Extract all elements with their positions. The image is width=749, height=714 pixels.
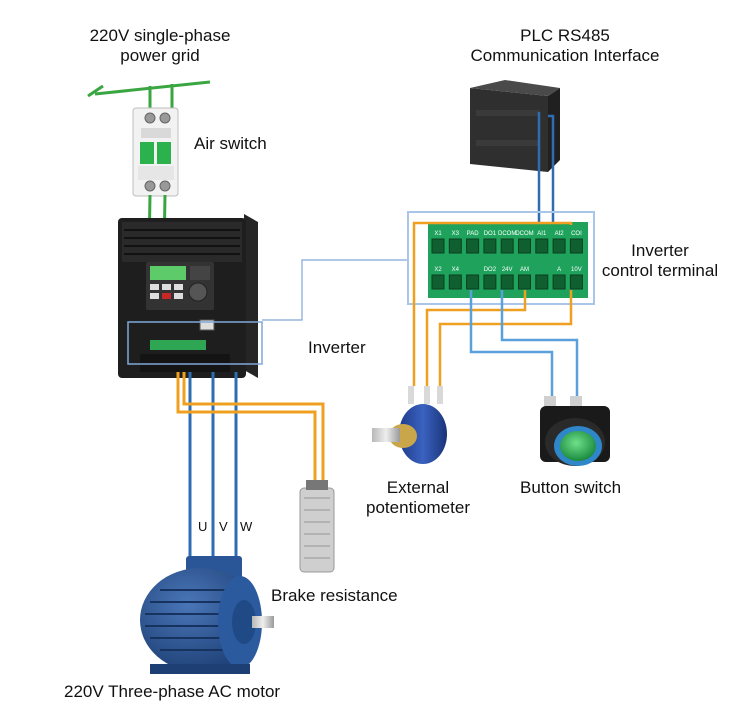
- terminal-screw: [466, 238, 480, 254]
- terminal-screw: [448, 274, 462, 290]
- control-terminal-label: Inverter control terminal: [601, 241, 719, 280]
- ac-motor: [140, 556, 274, 674]
- phase-u-label: U: [198, 519, 208, 534]
- terminal-screw: [535, 274, 549, 290]
- terminal-label: DO2: [484, 267, 497, 273]
- potentiometer: [372, 386, 447, 464]
- inverter-callout-line: [262, 259, 408, 321]
- phase-w-label: W: [240, 519, 253, 534]
- terminal-label: DO1: [484, 231, 497, 237]
- terminal-screw: [518, 238, 531, 254]
- terminal-label: AM: [520, 267, 529, 273]
- terminal-screw: [518, 274, 531, 290]
- terminal-screw: [466, 274, 480, 290]
- air-switch: [132, 107, 179, 197]
- plc-module: [470, 80, 560, 172]
- terminal-label: 24V: [502, 267, 513, 273]
- terminal-screw: [500, 238, 514, 254]
- terminal-label: COI: [571, 231, 582, 237]
- terminal-label: A: [557, 267, 561, 273]
- inverter-unit: [118, 214, 258, 378]
- motor-label: 220V Three-phase AC motor: [64, 682, 281, 701]
- terminal-label: X2: [434, 267, 442, 273]
- terminal-screw: [535, 238, 549, 254]
- potentiometer-label: External potentiometer: [366, 478, 470, 517]
- terminal-label: AI1: [537, 231, 547, 237]
- brake-wires: [176, 372, 325, 485]
- brake-resistance-label: Brake resistance: [271, 586, 398, 605]
- terminal-label: X4: [452, 267, 460, 273]
- terminal-screw: [448, 238, 462, 254]
- power-grid-label: 220V single-phase power grid: [89, 26, 231, 65]
- terminal-screw: [483, 274, 497, 290]
- potentiometer-wires: [412, 221, 573, 386]
- button-switch: [540, 396, 610, 466]
- terminal-screw: [500, 274, 514, 290]
- button-switch-label: Button switch: [520, 478, 622, 497]
- terminal-label: DCOM: [498, 231, 516, 237]
- terminal-screw: [569, 238, 583, 254]
- terminal-label: DCOM: [515, 231, 533, 237]
- terminal-label: X1: [434, 231, 442, 237]
- terminal-screw: [552, 238, 566, 254]
- brake-resistor: [299, 480, 335, 573]
- terminal-label: AI2: [555, 231, 565, 237]
- air-switch-label: Air switch: [194, 134, 267, 153]
- inverter-label: Inverter: [308, 338, 366, 357]
- terminal-screw: [431, 238, 445, 254]
- inverter-callout-box: [127, 321, 263, 365]
- button-wires: [469, 290, 579, 398]
- terminal-screw: [569, 274, 583, 290]
- plc-label: PLC RS485 Communication Interface: [470, 26, 660, 65]
- terminal-screw: [483, 238, 497, 254]
- terminal-screw: [552, 274, 566, 290]
- terminal-label: X3: [452, 231, 460, 237]
- terminal-label: PAD: [467, 231, 480, 237]
- motor-wires: [188, 372, 238, 565]
- terminal-screw: [431, 274, 445, 290]
- terminal-label: 10V: [571, 267, 582, 273]
- phase-v-label: V: [219, 519, 228, 534]
